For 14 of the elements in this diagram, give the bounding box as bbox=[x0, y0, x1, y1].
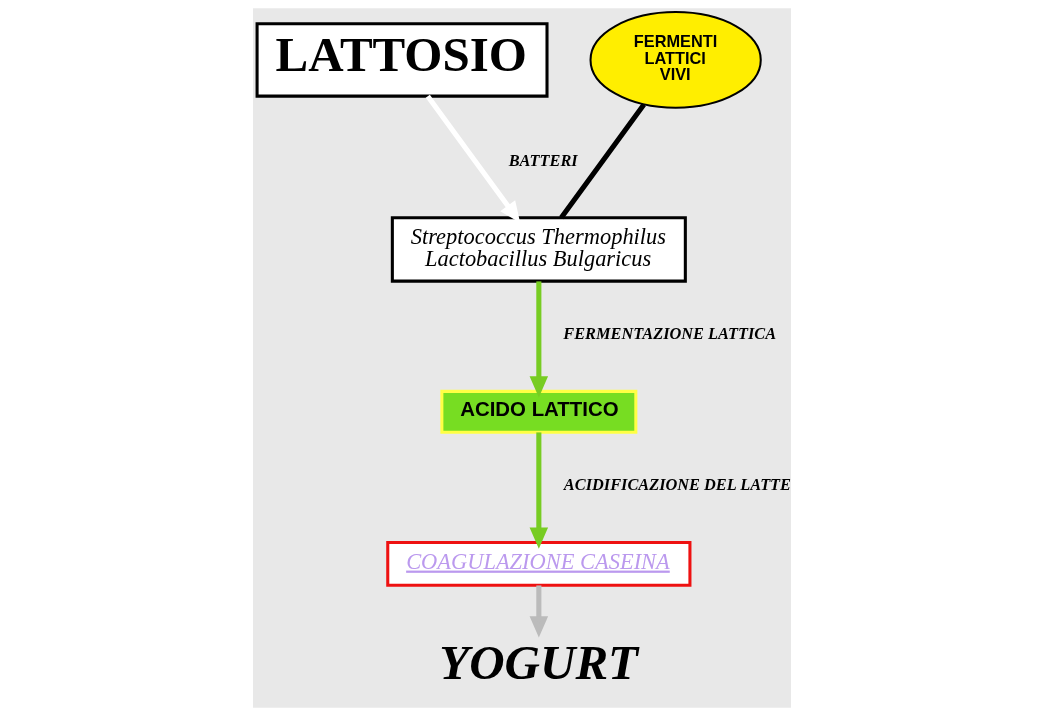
node-text: YOGURT bbox=[438, 634, 638, 690]
arrow bbox=[529, 432, 548, 549]
arrow bbox=[425, 94, 520, 223]
node-ellipse: FERMENTI LATTICI VIVI bbox=[589, 11, 762, 109]
arrow bbox=[529, 281, 548, 398]
edge-label: BATTERI bbox=[508, 150, 578, 170]
edge-label: ACIDIFICAZIONE DEL LATTE bbox=[563, 475, 791, 495]
node-box: Streptococcus Thermophilus Lactobacillus Bulgaricus bbox=[390, 216, 687, 283]
connector bbox=[558, 102, 646, 220]
node-box: LATTOSIO bbox=[255, 22, 549, 98]
edge-label: FERMENTAZIONE LATTICA bbox=[562, 324, 776, 344]
node-box: COAGULAZIONE CASEINA bbox=[385, 540, 691, 587]
node-box: ACIDO LATTICO bbox=[439, 389, 637, 434]
arrow bbox=[529, 585, 548, 638]
